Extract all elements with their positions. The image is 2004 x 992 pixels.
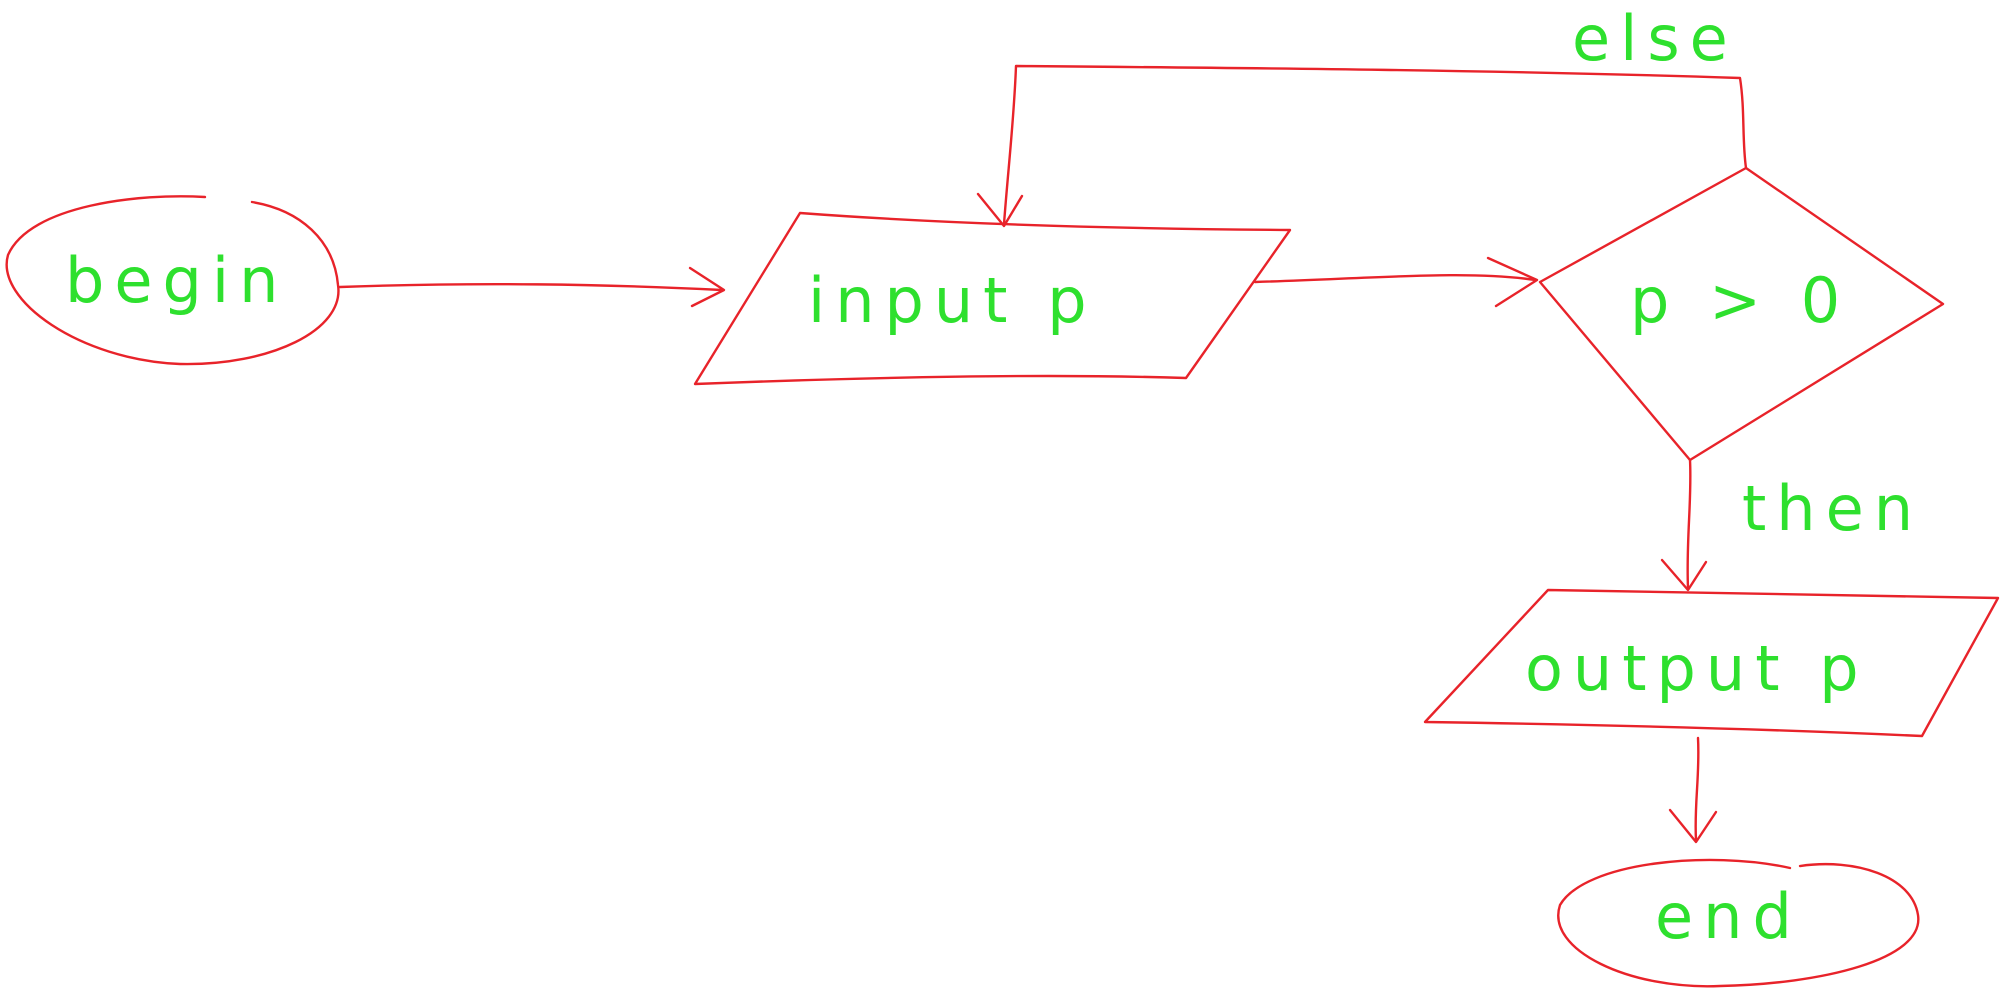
edge-input-to-decision-line [1253, 273, 1537, 284]
decision-label: p > 0 [1630, 264, 1850, 337]
end-ellipse [1557, 858, 1920, 988]
begin-label: begin [65, 244, 288, 317]
output-node: output p [1423, 588, 2000, 738]
edge-begin-to-input-line [338, 282, 724, 292]
end-label: end [1655, 880, 1802, 953]
edge-output-to-end-arrowhead [1668, 808, 1718, 844]
input-node: input p [693, 211, 1292, 386]
edge-decision-else-arrowhead [976, 192, 1024, 228]
edge-begin-to-input-arrowhead [688, 266, 726, 308]
edge-decision-else-line [1002, 64, 1748, 226]
input-parallelogram [693, 211, 1292, 386]
edge-decision-then-arrowhead [1660, 558, 1708, 592]
edge-decision-then-label: then [1742, 472, 1923, 545]
edge-begin-to-input [338, 266, 726, 308]
edge-decision-else: else [976, 2, 1748, 228]
edge-input-to-decision-arrowhead [1486, 256, 1539, 308]
output-parallelogram [1423, 588, 2000, 738]
begin-node: begin [5, 195, 340, 366]
edge-input-to-decision [1253, 256, 1539, 308]
decision-node: p > 0 [1538, 166, 1945, 462]
edge-decision-then: then [1660, 458, 1923, 592]
edge-output-to-end [1668, 736, 1718, 844]
input-label: input p [808, 264, 1097, 337]
edge-decision-then-line [1686, 458, 1692, 590]
output-label: output p [1525, 632, 1869, 705]
edge-output-to-end-line [1694, 736, 1700, 842]
begin-ellipse [5, 195, 340, 366]
edge-decision-else-label: else [1572, 2, 1738, 75]
end-node: end [1557, 858, 1920, 988]
